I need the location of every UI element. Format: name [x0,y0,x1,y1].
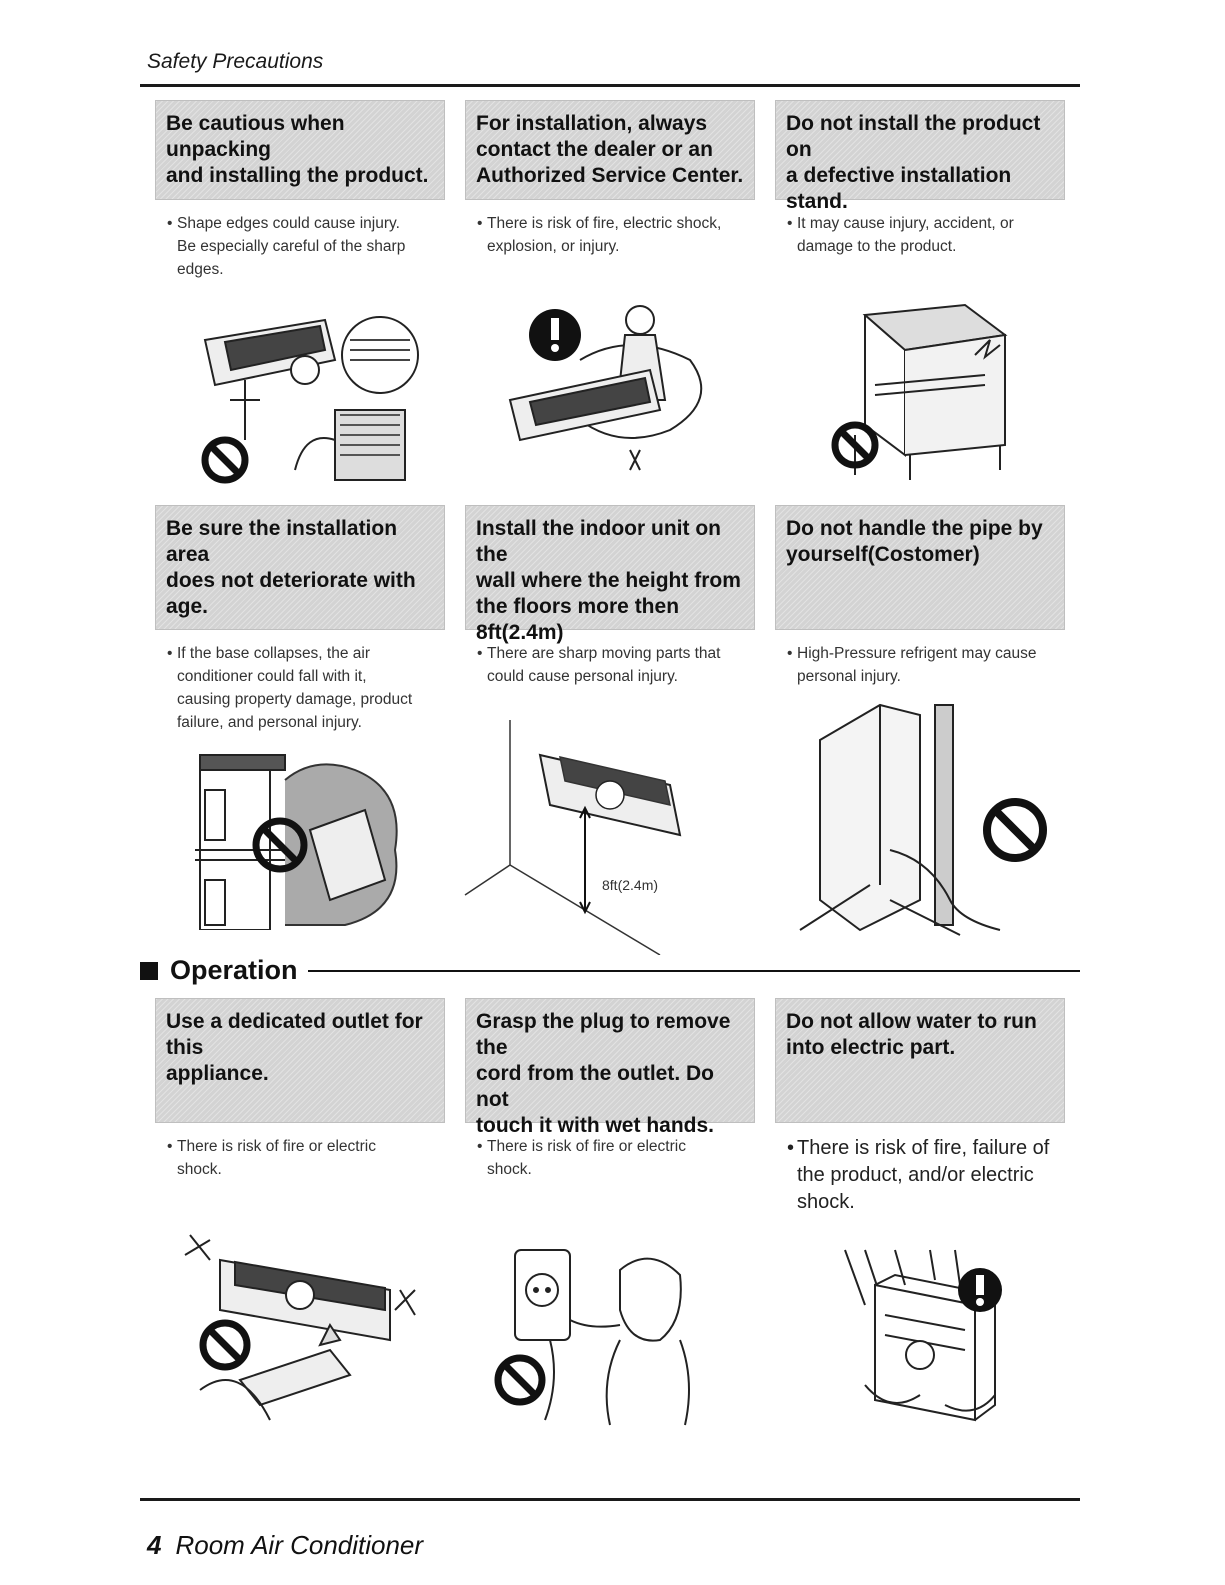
unit-sharp-edges-icon [201,316,419,484]
prohibited-icon [831,421,879,469]
height-label: 8ft(2.4m) [602,877,658,893]
prohibited-icon [199,1319,251,1371]
card-banner: Do not handle the pipe by yourself(Costo… [775,505,1065,630]
exclamation-icon [958,1268,1002,1312]
prohibited-icon [201,436,249,484]
page-footer: 4 Room Air Conditioner [147,1530,423,1561]
card-body: •There is risk of fire or electric shock… [477,1138,686,1178]
section-operation: Operation [140,955,1080,986]
card-grasp-plug: Grasp the plug to remove the cord from t… [465,998,755,1181]
illustration-pipe [790,700,1050,950]
card-banner: Do not install the product on a defectiv… [775,100,1065,213]
card-banner: For installation, always contact the dea… [465,100,755,200]
card-body: •If the base collapses, the air conditio… [167,645,413,731]
card-dedicated-outlet: Use a dedicated outlet for this applianc… [155,998,445,1181]
bullet-dot: • [167,215,173,232]
card-banner: Be cautious when unpacking and installin… [155,100,445,200]
section-rule [307,969,1080,972]
card-wall-height: Install the indoor unit on the wall wher… [465,505,755,688]
card-banner: Be sure the installation area does not d… [155,505,445,630]
card-body: •It may cause injury, accident, or damag… [787,215,1014,255]
exclamation-icon [529,309,581,361]
prohibited-icon [252,817,308,873]
illustration-wet-hands [480,1230,710,1430]
card-banner: Grasp the plug to remove the cord from t… [465,998,755,1137]
prohibited-icon [494,1354,546,1406]
illustration-defective-stand [815,295,1035,485]
card-body: •There is risk of fire or electric shock… [167,1138,376,1178]
card-body: •There is risk of fire, failure of the p… [787,1137,1050,1213]
footer-rule [140,1498,1080,1501]
card-title-line: Be cautious when unpacking [166,112,345,161]
footer-title: Room Air Conditioner [175,1530,424,1560]
illustration-falling-unit [195,750,415,930]
illustration-service-center [500,290,720,480]
card-banner: Install the indoor unit on the wall wher… [465,505,755,644]
card-pipe-handling: Do not handle the pipe by yourself(Costo… [775,505,1065,688]
illustration-wall-height: 8ft(2.4m) [460,715,730,955]
section-title: Operation [170,955,298,985]
card-unpacking: Be cautious when unpacking and installin… [155,100,445,281]
card-body: •There are sharp moving parts that could… [477,645,721,685]
card-title-line: and installing the product. [166,164,429,187]
prohibited-icon [983,798,1047,862]
illustration-unpacking [185,300,435,490]
page-header-title: Safety Precautions [147,50,324,73]
card-body: •Shape edges could cause injury. Be espe… [155,212,445,281]
header-rule [140,84,1080,87]
card-body: •High-Pressure refrigent may cause perso… [787,645,1037,685]
card-water-electric: Do not allow water to run into electric … [775,998,1065,1216]
page-number: 4 [147,1530,162,1560]
illustration-water [835,1245,1025,1435]
illustration-outlet [180,1230,420,1430]
card-banner: Use a dedicated outlet for this applianc… [155,998,445,1123]
card-banner: Do not allow water to run into electric … [775,998,1065,1123]
section-bullet-icon [140,961,158,980]
card-body: •There is risk of fire, electric shock, … [477,215,722,255]
card-defective-stand: Do not install the product on a defectiv… [775,100,1065,258]
card-installation-area: Be sure the installation area does not d… [155,505,445,734]
card-installation-contact: For installation, always contact the dea… [465,100,755,258]
